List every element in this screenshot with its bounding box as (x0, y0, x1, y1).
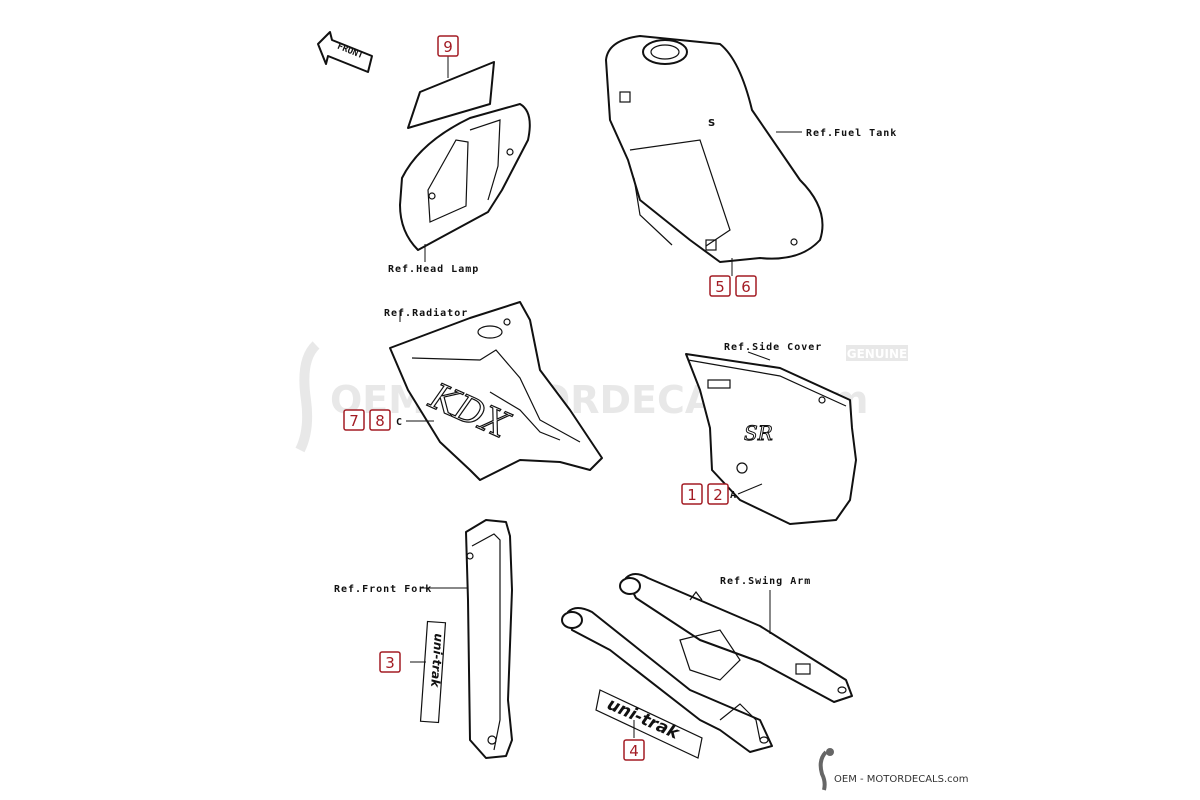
decal-9-shape (407, 61, 495, 129)
ref-head-lamp: Ref.Head Lamp (388, 264, 479, 275)
callout-7[interactable]: 7 (343, 409, 365, 431)
point-a: A (730, 490, 737, 501)
callout-4-label: 4 (629, 742, 639, 760)
leader-side-cover (747, 351, 771, 361)
callout-2[interactable]: 2 (707, 483, 729, 505)
ref-radiator: Ref.Radiator (384, 307, 468, 319)
swing-arm (561, 573, 853, 753)
fork-decal-text: uni-trak (428, 633, 446, 689)
callout-6-label: 6 (741, 278, 751, 296)
callout-4[interactable]: 4 (623, 739, 645, 761)
callout-9[interactable]: 9 (437, 35, 459, 57)
front-fork-guard (465, 519, 513, 759)
callout-8[interactable]: 8 (369, 409, 391, 431)
callout-5[interactable]: 5 (709, 275, 731, 297)
callout-3[interactable]: 3 (379, 651, 401, 673)
callout-7-label: 7 (349, 412, 359, 430)
watermark-bird-icon (295, 341, 320, 453)
side-cover: SR (685, 353, 857, 525)
callout-6[interactable]: 6 (735, 275, 757, 297)
head-lamp-cover (399, 103, 531, 251)
callout-8-label: 8 (375, 412, 385, 430)
callout-5-label: 5 (715, 278, 725, 296)
side-cover-decal-text: SR (744, 421, 773, 445)
fork-decal: uni-trak (419, 620, 447, 724)
radiator-shroud: KDX (389, 301, 603, 481)
point-c: C (396, 417, 403, 428)
ref-swing-arm: Ref.Swing Arm (720, 575, 811, 587)
callout-1-label: 1 (687, 486, 697, 504)
ref-front-fork: Ref.Front Fork (334, 584, 432, 595)
tank-logo-icon: S (708, 118, 715, 129)
watermark-badge: GENUINE (847, 347, 908, 361)
callout-2-label: 2 (713, 486, 723, 504)
watermark-badge-bg (846, 345, 908, 361)
ref-fuel-tank: Ref.Fuel Tank (806, 128, 897, 139)
fuel-tank: S (605, 35, 824, 263)
footer-bird-icon (818, 750, 828, 791)
footer-bird-head-icon (826, 748, 834, 756)
footer-text: OEM - MOTORDECALS.com (834, 774, 969, 785)
ref-side-cover: Ref.Side Cover (724, 341, 822, 353)
callout-3-label: 3 (385, 654, 395, 672)
callout-1[interactable]: 1 (681, 483, 703, 505)
leader-a (737, 483, 763, 495)
front-arrow-icon: FRONT (317, 31, 373, 73)
callout-9-label: 9 (443, 38, 453, 56)
footer-logo: OEM - MOTORDECALS.com (818, 748, 969, 791)
